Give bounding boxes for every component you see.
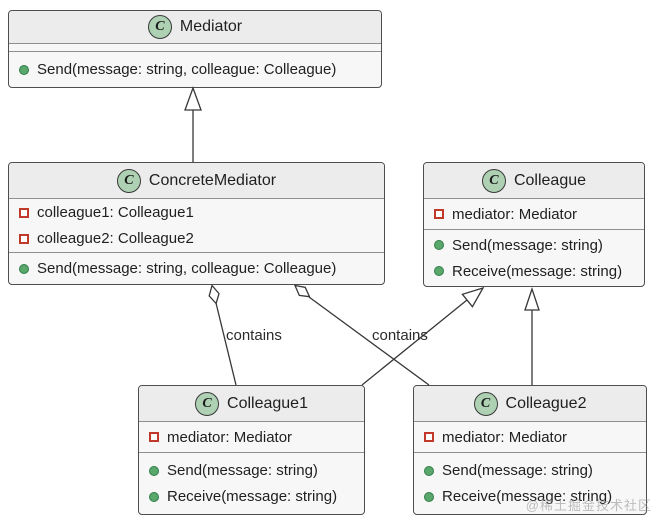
methods-compartment: Send(message: string, colleague: Colleag… (9, 52, 381, 87)
edge-label-contains-colleague1: contains (226, 327, 282, 344)
method-text: Send(message: string) (442, 462, 593, 479)
method-text: Receive(message: string) (167, 488, 338, 505)
private-field-icon (434, 209, 444, 219)
class-name: Colleague1 (227, 394, 308, 412)
field-text: colleague2: Colleague2 (37, 230, 194, 247)
class-header: C ConcreteMediator (9, 163, 384, 199)
method-row: Receive(message: string) (424, 258, 644, 284)
methods-compartment: Send(message: string) Receive(message: s… (414, 453, 646, 514)
method-text: Send(message: string) (452, 236, 603, 254)
inheritance-triangle-icon (524, 286, 540, 311)
method-row: Send(message: string) (139, 458, 364, 484)
public-method-icon (149, 491, 159, 502)
class-header: C Colleague2 (414, 386, 646, 422)
class-name: Colleague (513, 171, 587, 189)
method-text: Send(message: string, colleague: Colleag… (37, 61, 337, 78)
private-field-icon (149, 432, 159, 442)
class-spot-icon: C (116, 168, 141, 193)
field-row: mediator: Mediator (414, 424, 646, 450)
field-text: colleague1: Colleague1 (37, 204, 194, 221)
private-field-icon (19, 233, 29, 244)
field-text: mediator: Mediator (442, 428, 568, 446)
class-name: ConcreteMediator (148, 171, 277, 189)
method-row: Receive(message: string) (414, 484, 646, 510)
class-spot-icon: C (147, 15, 172, 39)
class-spot-icon: C (481, 168, 506, 193)
class-name: Mediator (179, 18, 243, 35)
methods-compartment: Send(message: string, colleague: Colleag… (9, 253, 384, 284)
method-text: Send(message: string, colleague: Colleag… (37, 260, 337, 277)
method-row: Receive(message: string) (139, 484, 364, 510)
fields-compartment: mediator: Mediator (139, 422, 364, 453)
watermark: @稀土掘金技术社区 (525, 498, 652, 513)
fields-compartment: mediator: Mediator (424, 199, 644, 230)
fields-compartment-empty (9, 44, 381, 52)
edge-label-contains-colleague2: contains (372, 327, 428, 344)
public-method-icon (19, 64, 29, 75)
method-row: Send(message: string) (424, 232, 644, 258)
class-box-concretemediator: C ConcreteMediator colleague1: Colleague… (8, 162, 385, 285)
inheritance-triangle-icon (461, 286, 485, 308)
method-text: Receive(message: string) (452, 262, 623, 280)
class-spot-icon: C (473, 391, 498, 416)
class-box-colleague1: C Colleague1 mediator: Mediator Send(mes… (138, 385, 365, 515)
method-text: Receive(message: string) (442, 488, 613, 505)
public-method-icon (434, 240, 444, 250)
class-header: C Mediator (9, 11, 381, 44)
method-row: Send(message: string, colleague: Colleag… (9, 57, 381, 83)
public-method-icon (424, 465, 434, 476)
class-header: C Colleague (424, 163, 644, 199)
class-box-colleague: C Colleague mediator: Mediator Send(mess… (423, 162, 645, 287)
public-method-icon (434, 266, 444, 276)
class-header: C Colleague1 (139, 386, 364, 422)
method-text: Send(message: string) (167, 462, 318, 479)
field-row: mediator: Mediator (424, 201, 644, 227)
fields-compartment: mediator: Mediator (414, 422, 646, 453)
field-row: colleague2: Colleague2 (9, 226, 384, 252)
field-text: mediator: Mediator (452, 205, 578, 223)
class-spot-icon: C (195, 391, 220, 416)
aggregation-line-concretemediator-to-colleague1 (215, 302, 237, 386)
methods-compartment: Send(message: string) Receive(message: s… (139, 453, 364, 514)
field-row: mediator: Mediator (139, 424, 364, 450)
aggregation-diamond-icon (293, 284, 311, 298)
fields-compartment: colleague1: Colleague1 colleague2: Colle… (9, 199, 384, 253)
aggregation-diamond-icon (208, 284, 220, 305)
method-row: Send(message: string, colleague: Colleag… (9, 256, 384, 282)
inheritance-triangle-icon (184, 86, 202, 111)
private-field-icon (424, 432, 434, 442)
field-row: colleague1: Colleague1 (9, 200, 384, 226)
field-text: mediator: Mediator (167, 428, 293, 446)
public-method-icon (424, 491, 434, 502)
public-method-icon (149, 465, 159, 476)
method-row: Send(message: string) (414, 458, 646, 484)
private-field-icon (19, 207, 29, 218)
class-name: Colleague2 (505, 394, 587, 412)
class-box-mediator: C Mediator Send(message: string, colleag… (8, 10, 382, 88)
class-box-colleague2: C Colleague2 mediator: Mediator Send(mes… (413, 385, 647, 515)
methods-compartment: Send(message: string) Receive(message: s… (424, 230, 644, 286)
public-method-icon (19, 263, 29, 274)
